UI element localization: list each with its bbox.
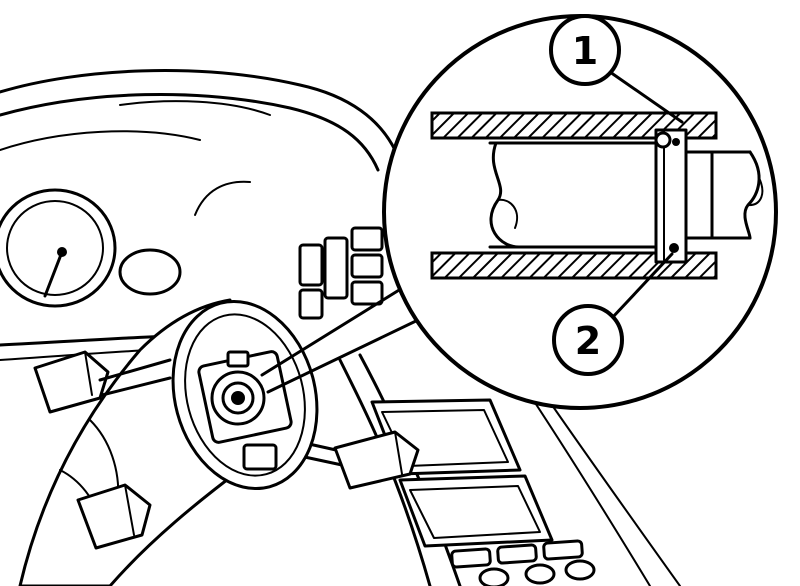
small-gauge [118,248,182,296]
detail-view: 1 2 [382,14,778,410]
detail-leader [260,280,420,394]
climate-display [398,474,554,548]
seal-bottom [669,243,679,253]
left-stalk [33,350,172,414]
callout-1-circle [549,14,621,86]
steering-hub [171,299,319,491]
shaft [488,128,764,264]
o-ring-top [654,131,672,149]
bearing-ring [654,128,688,264]
callout-1-label: 1 [572,29,598,73]
callout-2-circle [552,304,624,376]
instrument-cluster [0,180,251,308]
gauge-needle [43,250,64,298]
center-console [298,226,681,586]
callout-2-label: 2 [575,319,601,363]
lower-left-stalk [76,483,152,550]
